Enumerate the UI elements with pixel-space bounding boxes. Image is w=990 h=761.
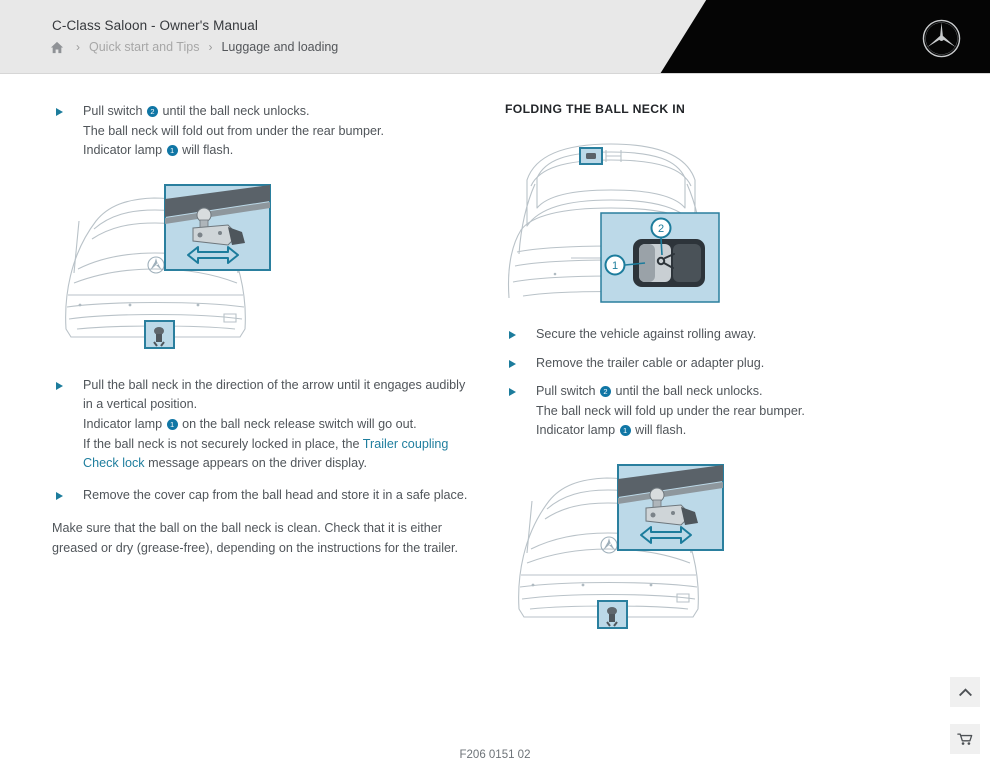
callout-marker-2: 2: [650, 217, 672, 256]
instruction-line: Pull switch 2 until the ball neck unlock…: [536, 382, 925, 402]
home-icon[interactable]: [50, 41, 64, 54]
text-fragment: will flash.: [631, 423, 687, 438]
figure-open-boot-release-switch: 1 2: [505, 134, 925, 311]
breadcrumb-item-luggage-and-loading: Luggage and loading: [221, 40, 339, 54]
text-fragment: on the ball neck release switch will go …: [178, 416, 417, 431]
callout-marker-1: 1: [604, 254, 646, 276]
section-heading-folding-ball-neck-in: FOLDING THE BALL NECK IN: [505, 102, 686, 116]
page-header: C-Class Saloon - Owner's Manual › Quick …: [0, 0, 990, 74]
instruction-line: Remove the cover cap from the ball head …: [83, 487, 468, 502]
breadcrumb: › Quick start and Tips › Luggage and loa…: [50, 40, 338, 54]
figure-rear-view-ball-neck-extended: [52, 177, 472, 362]
callout-badge-2: 2: [147, 106, 158, 117]
scroll-to-top-button[interactable]: [950, 677, 980, 707]
lid-handle: [605, 150, 622, 162]
instruction-line: Pull the ball neck in the direction of t…: [83, 377, 466, 412]
instruction-line: If the ball neck is not securely locked …: [83, 435, 472, 474]
right-column: FOLDING THE BALL NECK IN: [505, 102, 925, 642]
chevron-up-icon: [958, 687, 972, 696]
text-fragment: until the ball neck unlocks.: [159, 104, 310, 118]
svg-text:1: 1: [612, 260, 618, 272]
text-fragment: Indicator lamp: [83, 143, 166, 158]
text-fragment: If the ball neck is not securely locked …: [83, 436, 363, 451]
instruction-pull-switch-unlock: Pull switch 2 until the ball neck unlock…: [52, 102, 472, 161]
inset-ball-neck-detail: [617, 463, 724, 551]
breadcrumb-item-quick-start[interactable]: Quick start and Tips: [89, 40, 200, 54]
display-message-reference: Trailer coupling Check lock: [83, 436, 449, 471]
figure-rear-view-ball-neck-folding-in: [505, 457, 925, 642]
instruction-line: Indicator lamp 1 on the ball neck releas…: [83, 415, 472, 435]
instruction-pull-switch-fold-up: Pull switch 2 until the ball neck unlock…: [505, 382, 925, 441]
instruction-line: The ball neck will fold up under the rea…: [536, 403, 805, 418]
inset-socket-box: [144, 319, 175, 349]
text-fragment: Indicator lamp: [536, 423, 619, 438]
instruction-line: The ball neck will fold out from under t…: [83, 123, 385, 138]
brand-panel: [660, 0, 990, 74]
callout-badge-1: 1: [166, 418, 178, 430]
callout-badge-1: 1: [619, 425, 631, 437]
header-divider: [0, 73, 990, 74]
figure-caption: F206 0151 02: [459, 749, 531, 761]
text-fragment: message appears on the driver display.: [144, 456, 367, 471]
callout-badge-1: 1: [166, 145, 178, 157]
text-fragment: Pull switch: [536, 384, 599, 399]
instruction-remove-cover-cap: Remove the cover cap from the ball head …: [52, 486, 472, 506]
text-fragment: Indicator lamp: [83, 416, 166, 431]
inset-lid-button-box: [579, 147, 603, 165]
instruction-remove-trailer-cable: Remove the trailer cable or adapter plug…: [505, 354, 925, 374]
instruction-secure-vehicle: Secure the vehicle against rolling away.: [505, 325, 925, 345]
inset-ball-neck-detail: [164, 183, 271, 271]
boot-emblem: [600, 536, 618, 554]
mercedes-benz-star-logo: [922, 19, 961, 58]
boot-emblem: [147, 256, 165, 274]
text-fragment: will flash.: [178, 143, 234, 158]
instruction-pull-ball-neck-vertical: Pull the ball neck in the direction of t…: [52, 376, 472, 474]
cart-icon: [957, 733, 973, 745]
left-column: Pull switch 2 until the ball neck unlock…: [52, 102, 472, 559]
instruction-line: Remove the trailer cable or adapter plug…: [536, 355, 765, 370]
inset-switch-detail: 1 2: [600, 212, 720, 303]
inset-socket-box: [597, 599, 628, 629]
callout-badge-2: 2: [600, 386, 611, 398]
svg-text:2: 2: [658, 223, 664, 235]
document-title: C-Class Saloon - Owner's Manual: [52, 18, 259, 33]
manual-page-body: Pull switch 2 until the ball neck unlock…: [0, 74, 990, 761]
text-fragment: Pull switch: [83, 104, 146, 118]
instruction-line: Indicator lamp 1 will flash.: [83, 141, 472, 161]
note-ball-cleanliness: Make sure that the ball on the ball neck…: [52, 521, 459, 555]
breadcrumb-separator-2: ›: [208, 40, 213, 54]
text-fragment: until the ball neck unlocks.: [612, 384, 763, 399]
instruction-line: Indicator lamp 1 will flash.: [536, 421, 925, 441]
breadcrumb-separator-1: ›: [76, 40, 80, 54]
instruction-line: Pull switch 2 until the ball neck unlock…: [83, 102, 472, 122]
instruction-line: Secure the vehicle against rolling away.: [536, 327, 757, 341]
shopping-cart-button[interactable]: [950, 724, 980, 754]
